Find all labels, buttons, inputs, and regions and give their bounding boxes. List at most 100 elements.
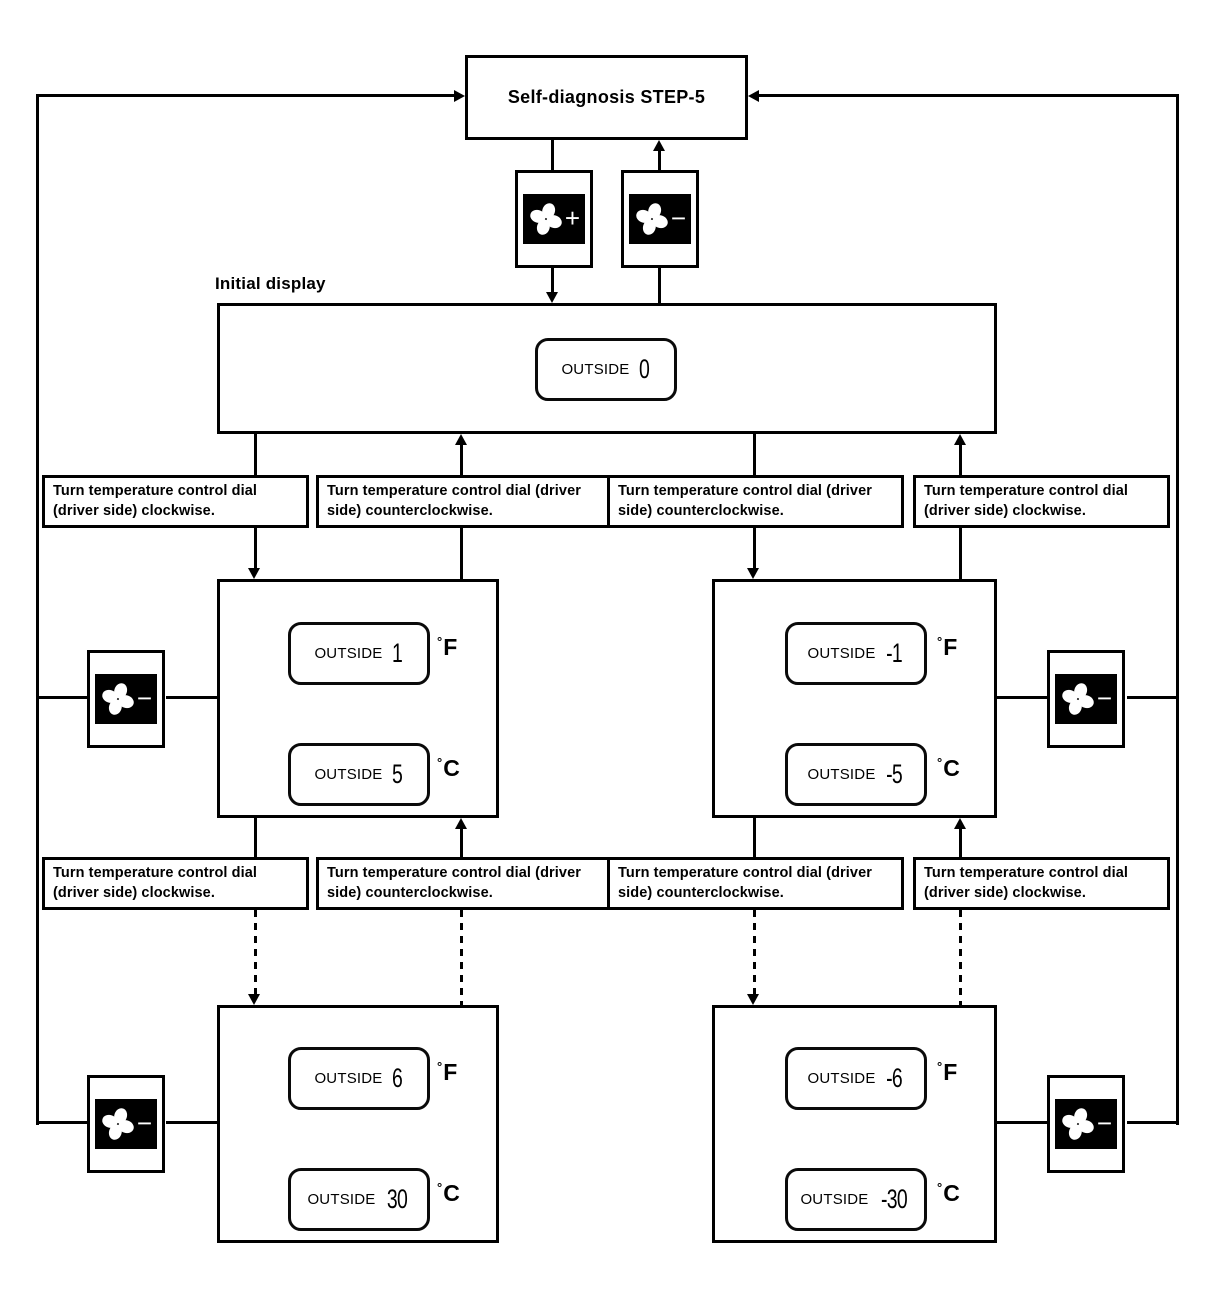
display-label: OUTSIDE [800,1191,869,1208]
arrow-left-icon [748,90,759,102]
display-value: -1 [885,638,903,668]
instruction-text: Turn temperature control dial (driver si… [618,865,873,901]
instruction-text: Turn temperature control dial (driver si… [327,865,582,901]
fan-icon [102,1108,134,1140]
connector-line [460,527,463,579]
connector-line [753,527,756,569]
minus-icon: − [136,1108,152,1138]
connector-line [753,434,756,475]
display-label: OUTSIDE [314,766,383,783]
unit-celsius: °C [937,1180,960,1206]
connector-line [166,1121,217,1124]
instruction-box: Turn temperature control dial (driver si… [607,857,904,910]
instruction-box: Turn temperature control dial (driver si… [316,857,610,910]
dashed-connector-line [959,910,962,1005]
connector-line [997,696,1047,699]
fan-button-face: − [1055,674,1117,724]
fan-button-face: − [95,674,157,724]
outer-top-left-line [36,94,454,97]
display-label: OUTSIDE [314,1070,383,1087]
fan-down-button: − [87,650,165,748]
initial-display-panel: OUTSIDE 0 [217,303,997,434]
bottom-left-display-panel: OUTSIDE 6 °F OUTSIDE 30 °C [217,1005,499,1243]
instruction-box: Turn temperature control dial (driver si… [913,857,1170,910]
page-title: Self-diagnosis STEP-5 [507,87,706,107]
bottom-right-display-panel: OUTSIDE -6 °F OUTSIDE -30 °C [712,1005,997,1243]
connector-line [551,140,554,170]
fan-down-button: − [87,1075,165,1173]
minus-icon: − [670,203,686,233]
dashed-connector-line [254,910,257,995]
unit-celsius: °C [437,1180,460,1206]
fan-icon [530,203,562,235]
connector-line [959,445,962,475]
arrow-down-icon [546,292,558,303]
display-value: 5 [391,759,402,789]
display-value: -30 [880,1184,908,1214]
display-value: 1 [391,638,402,668]
connector-line [36,1121,87,1124]
arrow-right-icon [454,90,465,102]
display-value: 30 [386,1184,407,1214]
instruction-text: Turn temperature control dial (driver si… [924,865,1129,901]
connector-line [254,434,257,475]
fan-down-button: − [621,170,699,268]
fan-button-face: − [95,1099,157,1149]
connector-line [254,527,257,569]
instruction-text: Turn temperature control dial (driver si… [618,483,873,519]
outside-temp-display: OUTSIDE -30 [785,1168,927,1231]
connector-line [460,445,463,475]
connector-line [551,268,554,293]
dashed-connector-line [753,910,756,995]
unit-celsius: °C [437,755,460,781]
display-value: 6 [391,1063,402,1093]
arrow-up-icon [455,434,467,445]
instruction-box: Turn temperature control dial (driver si… [913,475,1170,528]
connector-line [658,268,661,303]
connector-line [658,151,661,170]
fan-button-face: + [523,194,585,244]
connector-line [1127,696,1178,699]
fan-icon [636,203,668,235]
display-label: OUTSIDE [807,1070,876,1087]
self-diagnosis-step5-box: Self-diagnosis STEP-5 [465,55,748,140]
middle-left-display-panel: OUTSIDE 1 °F OUTSIDE 5 °C [217,579,499,818]
display-label: OUTSIDE [807,645,876,662]
fan-button-face: − [629,194,691,244]
instruction-text: Turn temperature control dial (driver si… [924,483,1129,519]
initial-display-caption: Initial display [215,274,326,293]
arrow-up-icon [954,818,966,829]
instruction-text: Turn temperature control dial (driver si… [327,483,582,519]
display-label: OUTSIDE [561,361,630,378]
display-label: OUTSIDE [307,1191,376,1208]
fan-down-button: − [1047,650,1125,748]
arrow-up-icon [954,434,966,445]
arrow-down-icon [248,994,260,1005]
outer-top-right-line [759,94,1179,97]
minus-icon: − [136,683,152,713]
fan-down-button: − [1047,1075,1125,1173]
fan-up-button: + [515,170,593,268]
display-value: -5 [885,759,903,789]
connector-line [997,1121,1047,1124]
instruction-box: Turn temperature control dial (driver si… [316,475,610,528]
unit-fahrenheit: °F [437,1059,458,1085]
connector-line [1127,1121,1178,1124]
arrow-down-icon [747,568,759,579]
fan-button-face: − [1055,1099,1117,1149]
connector-line [460,829,463,857]
outside-temp-display: OUTSIDE -5 [785,743,927,806]
fan-icon [102,683,134,715]
unit-fahrenheit: °F [437,634,458,660]
display-label: OUTSIDE [314,645,383,662]
plus-icon: + [564,203,580,233]
connector-line [254,818,257,857]
dashed-connector-line [460,910,463,1005]
arrow-up-icon [455,818,467,829]
instruction-text: Turn temperature control dial (driver si… [53,483,258,519]
outside-temp-display: OUTSIDE 1 [288,622,430,685]
arrow-up-icon [653,140,665,151]
outer-left-line [36,95,39,1125]
connector-line [166,696,217,699]
